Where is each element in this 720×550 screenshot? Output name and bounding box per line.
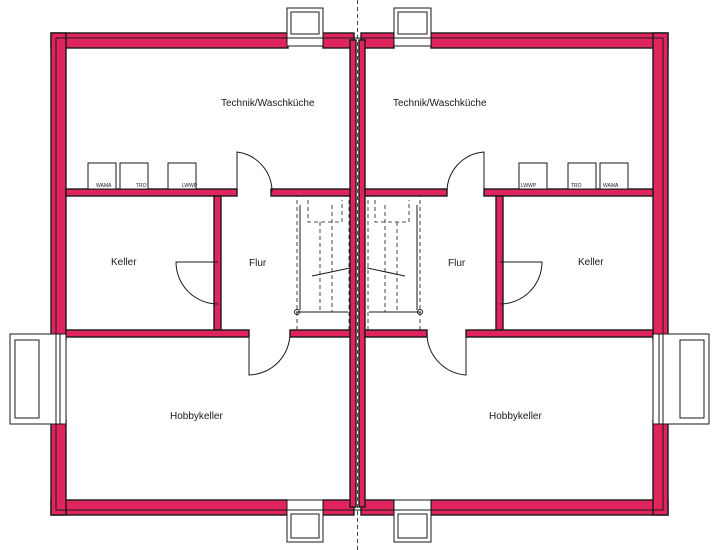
room-label-technik-right: Technik/Waschküche [393,98,487,109]
staircase-left [294,195,351,331]
doors-right [426,151,543,376]
room-label-hobbykeller-left: Hobbykeller [170,411,223,422]
outer-walls [50,32,669,516]
appliances-right: LWWP TRO WAMA [518,162,629,190]
appliance-label: LWWP [182,183,198,189]
room-label-hobbykeller-right: Hobbykeller [489,411,542,422]
room-label-keller-left: Keller [111,257,137,268]
appliance-label: WAMA [603,183,619,189]
appliances-left: WAMA TRO LWWP [87,162,198,190]
interior-walls-right [364,188,654,338]
interior-walls-left [65,188,351,338]
room-label-keller-right: Keller [578,257,604,268]
appliance-label: TRO [136,183,147,189]
appliance-label: LWWP [521,183,537,189]
room-label-flur-right: Flur [448,258,466,269]
appliance-label: WAMA [96,183,112,189]
staircase-right [366,195,423,331]
doors-left [175,151,291,376]
windows [9,7,710,543]
appliance-label: TRO [571,183,582,189]
room-label-flur-left: Flur [249,258,267,269]
room-label-technik-left: Technik/Waschküche [221,98,315,109]
